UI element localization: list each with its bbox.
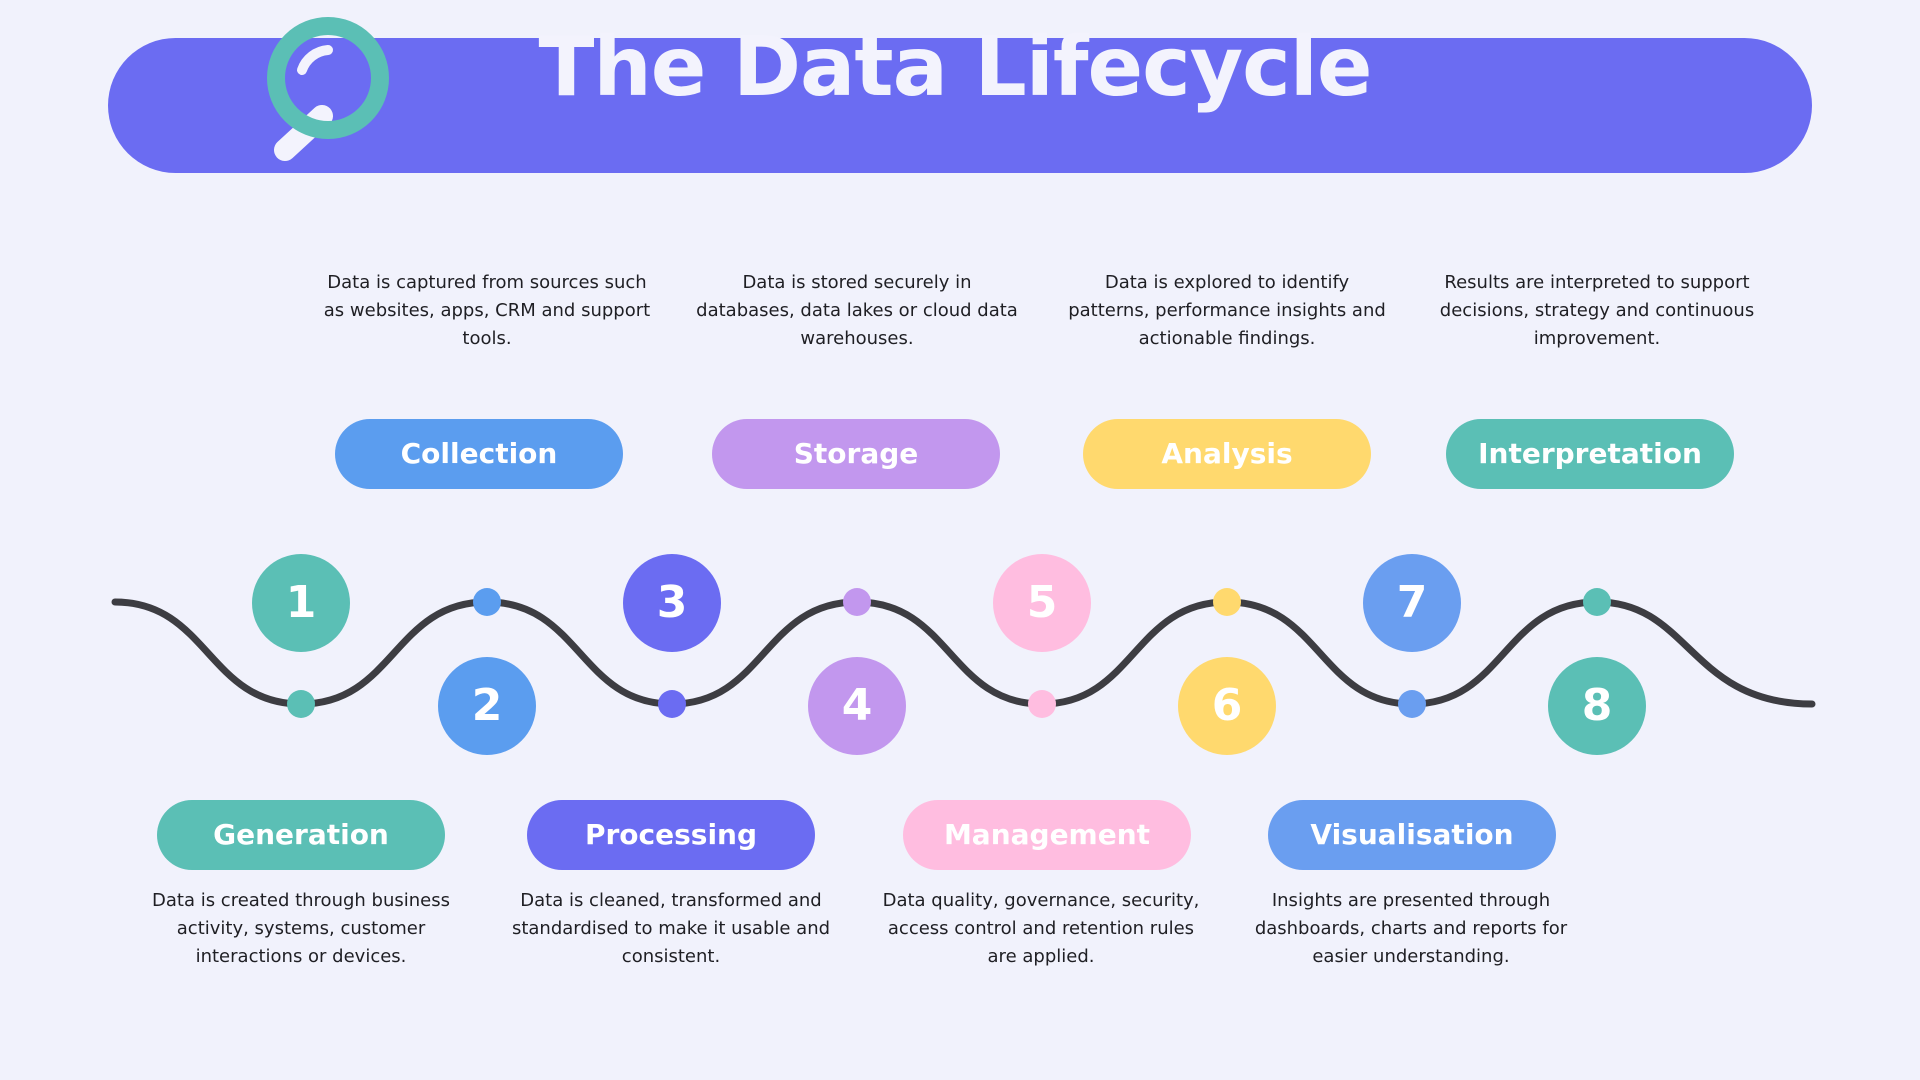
wave-marker-2 [473,588,501,616]
step-number-1: 1 [252,554,350,652]
step-4-description: Data is stored securely in databases, da… [696,272,1018,349]
step-4-label: Storage [712,419,1000,489]
step-1-label: Generation [157,800,445,870]
wave-marker-5 [1028,690,1056,718]
step-3-description: Data is cleaned, transformed and standar… [511,890,831,967]
step-8-description: Results are interpreted to support decis… [1439,272,1755,349]
page-title: The Data Lifecycle [538,20,1373,115]
wave-marker-3 [658,690,686,718]
step-2-description: Data is captured from sources such as we… [323,272,651,349]
step-3-label: Processing [527,800,815,870]
step-1-description: Data is created through business activit… [152,890,450,967]
step-number-4: 4 [808,657,906,755]
step-5-description: Data quality, governance, security, acce… [882,890,1200,967]
wave-marker-7 [1398,690,1426,718]
step-7-description: Insights are presented through dashboard… [1254,890,1568,967]
wave-marker-8 [1583,588,1611,616]
title-banner [108,38,1812,173]
wave-marker-1 [287,690,315,718]
step-number-8: 8 [1548,657,1646,755]
step-6-label: Analysis [1083,419,1371,489]
step-5-label: Management [903,800,1191,870]
wave-marker-6 [1213,588,1241,616]
step-number-5: 5 [993,554,1091,652]
step-2-label: Collection [335,419,623,489]
step-number-7: 7 [1363,554,1461,652]
step-6-description: Data is explored to identify patterns, p… [1068,272,1386,349]
step-number-6: 6 [1178,657,1276,755]
step-number-3: 3 [623,554,721,652]
magnifying-glass-icon [267,17,389,161]
step-number-2: 2 [438,657,536,755]
wave-line [111,598,1816,708]
step-8-label: Interpretation [1446,419,1734,489]
wave-marker-4 [843,588,871,616]
step-7-label: Visualisation [1268,800,1556,870]
